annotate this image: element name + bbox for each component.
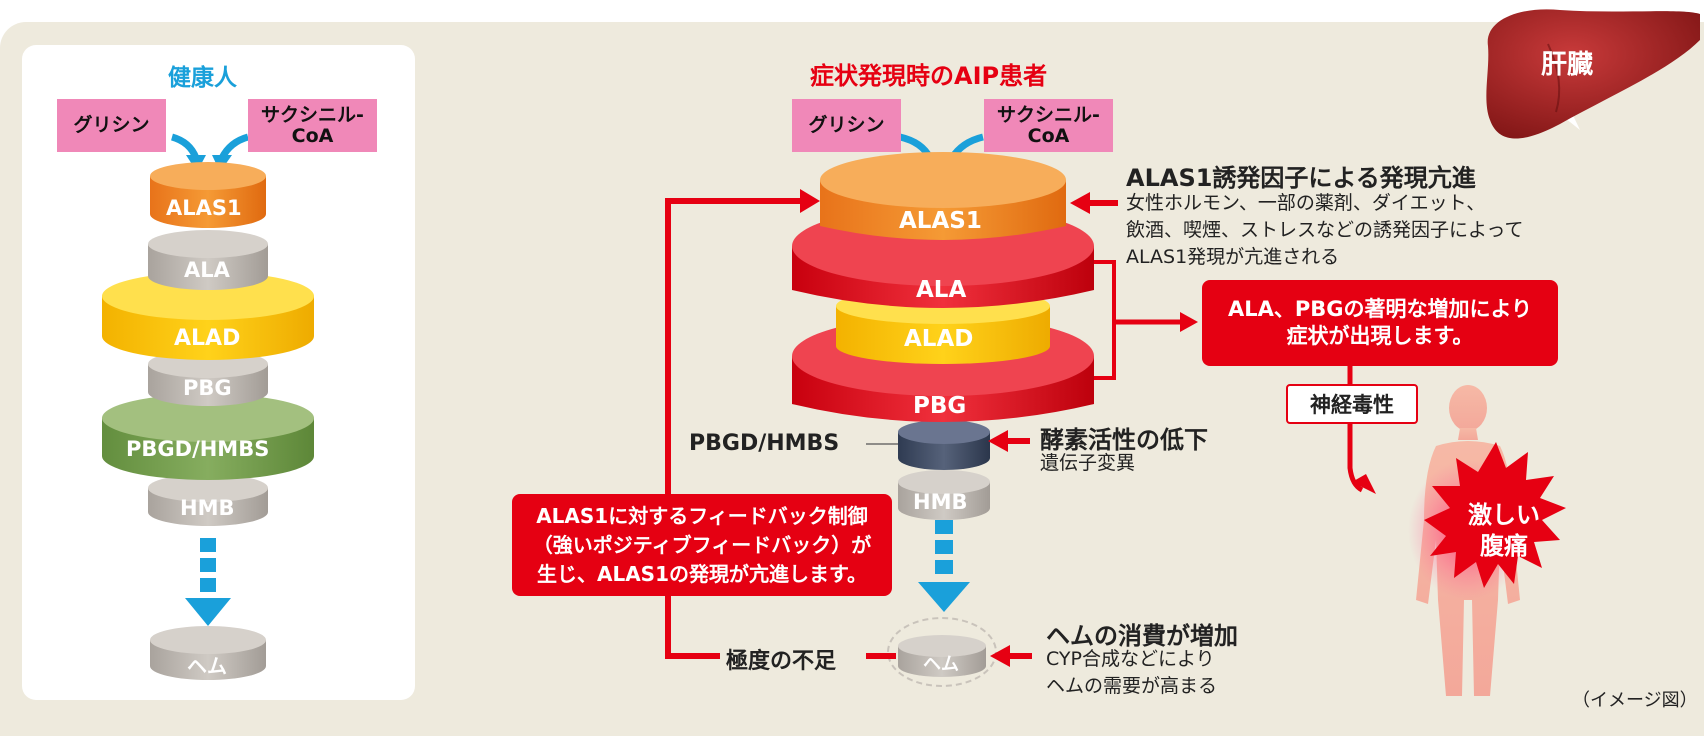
aip-heme-label: ヘム — [923, 654, 959, 675]
aip-title: 症状発現時のAIP患者 — [810, 62, 1048, 90]
healthy-title: 健康人 — [168, 65, 237, 91]
aip-pbgd-label: PBGD/HMBS — [689, 431, 840, 456]
aip-ala-label: ALA — [916, 277, 967, 303]
aip-succinyl-coa-box: サクシニル- CoA — [984, 99, 1113, 152]
aip-alad-label: ALAD — [904, 326, 974, 352]
feedback-box: ALAS1に対するフィードバック制御 （強いポジティブフィードバック）が 生じ、… — [512, 494, 892, 596]
aip-pbg-label: PBG — [913, 393, 967, 419]
pain-starburst — [1424, 442, 1566, 588]
healthy-succinyl-coa-box: サクシニル- CoA — [248, 99, 377, 152]
aip-glycine-box: グリシン — [792, 99, 901, 152]
heme-consumption-title: ヘムの消費が増加 — [1046, 622, 1238, 650]
enzyme-activity-body: 遺伝子変異 — [1040, 452, 1136, 474]
alas1-induction-body: 女性ホルモン、一部の薬剤、ダイエット、 飲酒、喫煙、ストレスなどの誘発因子によっ… — [1126, 192, 1524, 268]
healthy-heme-label: ヘム — [187, 654, 227, 678]
liver-label: 肝臓 — [1541, 50, 1594, 80]
healthy-hmb-label: HMB — [180, 496, 235, 520]
aip-alas1-label: ALAS1 — [899, 208, 982, 234]
symptom-box: ALA、PBGの著明な増加により 症状が出現します。 — [1202, 280, 1558, 366]
image-note: （イメージ図） — [1572, 690, 1698, 711]
healthy-glycine-box: グリシン — [57, 99, 166, 152]
heme-consumption-body: CYP合成などにより ヘムの需要が高まる — [1046, 648, 1218, 697]
aip-deficiency-label: 極度の不足 — [720, 643, 843, 675]
aip-hmb-label: HMB — [913, 490, 968, 514]
healthy-alad-label: ALAD — [174, 326, 241, 351]
alas1-induction-title: ALAS1誘発因子による発現亢進 — [1126, 164, 1476, 192]
enzyme-activity-title: 酵素活性の低下 — [1040, 426, 1208, 454]
healthy-pbg-label: PBG — [183, 376, 232, 400]
healthy-alas1-label: ALAS1 — [166, 196, 242, 220]
neurotoxicity-tag: 神経毒性 — [1286, 384, 1418, 424]
pain-label: 激しい 腹痛 — [1468, 501, 1540, 560]
healthy-ala-label: ALA — [184, 258, 230, 282]
healthy-pbgd-label: PBGD/HMBS — [126, 437, 270, 461]
